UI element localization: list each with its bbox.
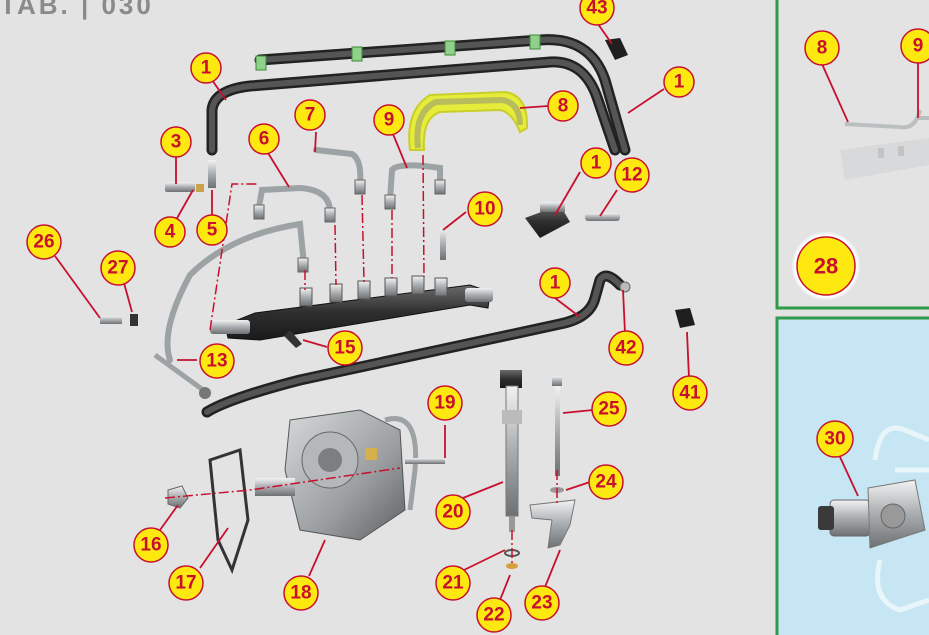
callout-22: 22 — [476, 597, 512, 633]
callout-43: 43 — [579, 0, 615, 26]
side-panel-bottom: 30 — [775, 316, 929, 635]
return-hoses — [201, 34, 631, 418]
callout-number: 13 — [206, 351, 227, 372]
callout-16: 16 — [133, 527, 169, 563]
common-rail-part-15 — [210, 275, 493, 348]
callout-23: 23 — [524, 585, 560, 621]
callout-9: 9 — [373, 104, 405, 136]
callout-number: 10 — [474, 199, 495, 220]
panel-callout-9: 9 — [900, 28, 929, 64]
callout-1c: 1 — [580, 147, 612, 179]
callout-1b: 1 — [663, 66, 695, 98]
callout-number: 28 — [814, 254, 838, 279]
injector-pipes — [164, 147, 443, 363]
callout-27: 27 — [100, 250, 136, 286]
high-pressure-pump-part-18 — [255, 409, 419, 541]
callout-4: 4 — [154, 216, 186, 248]
callout-15: 15 — [327, 330, 363, 366]
panel-callout-28: 28 — [792, 232, 860, 300]
callout-number: 12 — [621, 165, 642, 186]
pressure-valve-part-30 — [818, 479, 926, 549]
callout-number: 1 — [591, 153, 602, 174]
callout-26: 26 — [26, 224, 62, 260]
callout-number: 24 — [595, 472, 617, 493]
panel-callout-8: 8 — [804, 30, 840, 66]
callout-42: 42 — [608, 330, 644, 366]
callout-19: 19 — [427, 385, 463, 421]
callout-24: 24 — [588, 464, 624, 500]
callout-number: 19 — [434, 393, 455, 414]
callout-number: 3 — [171, 132, 182, 153]
assembly-lines — [164, 154, 558, 566]
callout-number: 9 — [384, 110, 395, 131]
callout-number: 9 — [913, 36, 924, 57]
callout-number: 27 — [107, 258, 128, 279]
callout-number: 43 — [586, 0, 607, 19]
callout-number: 23 — [531, 593, 552, 614]
callout-number: 1 — [674, 72, 685, 93]
callout-number: 7 — [305, 105, 316, 126]
callout-number: 15 — [334, 338, 356, 359]
clamp-part-23 — [529, 499, 576, 549]
callout-number: 42 — [615, 338, 636, 359]
callout-number: 20 — [442, 502, 463, 523]
callout-41: 41 — [672, 375, 708, 411]
page-title: TAB. | 030 — [0, 0, 154, 20]
bracket-part-8 — [408, 90, 529, 151]
callout-25: 25 — [591, 391, 627, 427]
callout-number: 8 — [817, 38, 828, 59]
panel-callout-30: 30 — [816, 420, 854, 458]
callout-number: 4 — [165, 222, 176, 243]
callout-8: 8 — [547, 90, 579, 122]
gasket-part-17 — [208, 447, 250, 575]
callout-number: 16 — [140, 535, 161, 556]
callout-3: 3 — [160, 126, 192, 158]
callout-18: 18 — [283, 575, 319, 611]
callout-number: 41 — [679, 383, 701, 404]
callout-6: 6 — [248, 123, 280, 155]
injector-part-20 — [500, 370, 522, 532]
callout-1d: 1 — [539, 267, 571, 299]
callout-number: 22 — [483, 605, 504, 626]
callout-number: 25 — [598, 399, 620, 420]
callout-number: 30 — [824, 429, 845, 450]
callout-number: 17 — [175, 573, 196, 594]
bolt-part-25 — [552, 376, 562, 476]
callout-12: 12 — [614, 157, 650, 193]
callout-21: 21 — [435, 565, 471, 601]
callouts: 1 1 1 1 3 4 5 6 7 8 9 10 12 13 15 16 17 … — [26, 0, 708, 633]
hose-connectors — [255, 34, 541, 71]
callout-number: 6 — [259, 129, 270, 150]
callout-20: 20 — [435, 494, 471, 530]
side-panel-top: 8 9 28 — [775, 0, 929, 310]
callout-10: 10 — [467, 191, 503, 227]
callout-17: 17 — [168, 565, 204, 601]
callout-number: 8 — [558, 96, 569, 117]
callout-number: 5 — [207, 220, 218, 241]
callout-5: 5 — [196, 214, 228, 246]
callout-7: 7 — [294, 99, 326, 131]
callout-number: 21 — [442, 573, 464, 594]
callout-number: 1 — [550, 273, 561, 294]
callout-1a: 1 — [190, 52, 222, 84]
pipe-nuts — [253, 179, 446, 273]
callout-13: 13 — [199, 343, 235, 379]
callout-number: 1 — [201, 58, 212, 79]
callout-number: 18 — [290, 583, 311, 604]
bolt-part-19 — [405, 458, 445, 464]
leader-lines — [54, 23, 690, 601]
callout-number: 26 — [33, 232, 54, 253]
